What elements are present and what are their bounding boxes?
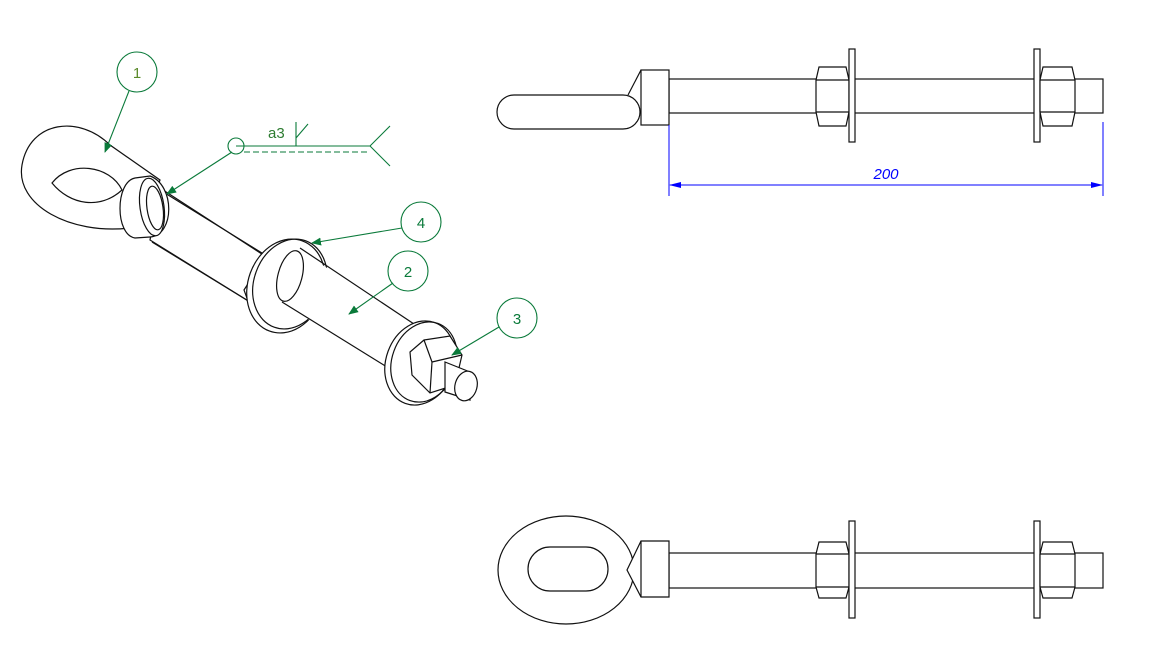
dimension-value: 200	[872, 166, 899, 183]
balloon-1-label: 1	[133, 65, 141, 82]
weld-size-label: a3	[268, 125, 285, 142]
collar	[626, 540, 670, 598]
balloon-3-label: 3	[513, 311, 521, 328]
front-view	[497, 515, 1104, 625]
weld-symbol: a3	[166, 122, 391, 195]
side-view	[496, 48, 1104, 143]
nut-1	[815, 66, 850, 127]
balloon-4-label: 4	[417, 215, 425, 232]
washer-1	[848, 520, 856, 619]
balloon-4: 4	[311, 201, 442, 246]
dimension-200: 200	[668, 122, 1104, 196]
washer-1	[848, 48, 856, 143]
nut-1	[815, 541, 850, 599]
rod-end	[444, 361, 478, 402]
balloon-3: 3	[451, 297, 538, 356]
eye-ring-edge	[496, 94, 641, 130]
nut-2	[1039, 541, 1076, 599]
eye-slot	[527, 546, 609, 592]
balloon-2: 2	[348, 250, 429, 315]
isometric-view	[20, 125, 478, 406]
rod	[668, 78, 1104, 114]
rod	[668, 552, 1104, 589]
collar	[640, 69, 670, 126]
nut-2	[1039, 66, 1076, 127]
balloon-1: 1	[104, 51, 158, 153]
balloon-2-label: 2	[404, 264, 412, 281]
washer-2	[1033, 48, 1041, 143]
collar	[119, 175, 170, 239]
washer-2	[1033, 520, 1041, 619]
